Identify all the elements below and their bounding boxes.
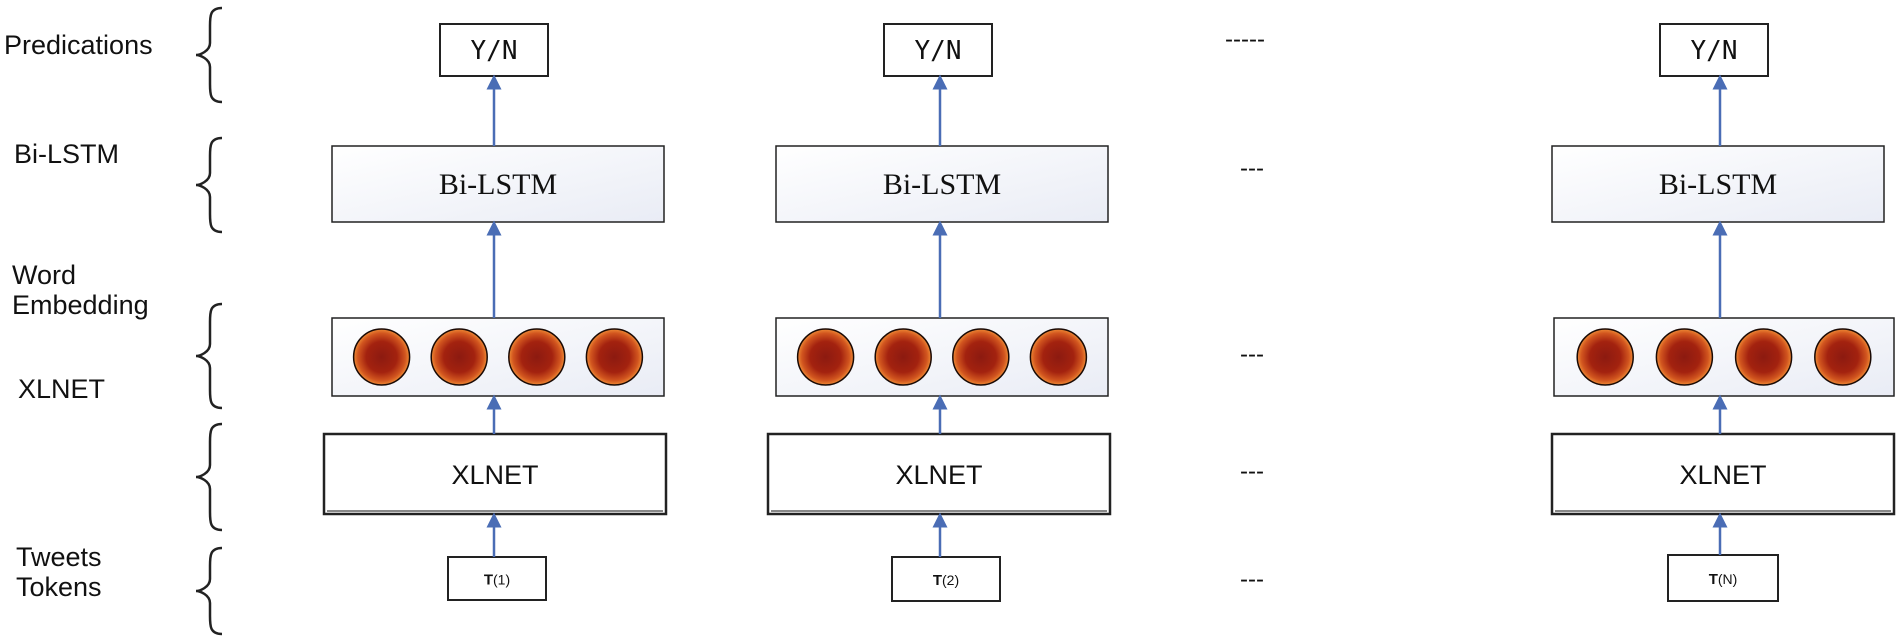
token-box [891, 556, 1001, 602]
token-label: T(2) [933, 572, 959, 589]
xlnet-label: XLNET [1679, 460, 1766, 490]
prediction-box [439, 23, 549, 77]
column-1: Y/N Bi-LSTM XLNET T(1) [322, 23, 668, 601]
column-3: Y/N Bi-LSTM XLNET T(N) [1550, 23, 1896, 602]
embedding-vector-circle [874, 328, 932, 386]
bilstm-box [1551, 145, 1885, 223]
token-box [447, 556, 547, 601]
layer-label-xlnet: XLNET [18, 374, 105, 404]
token-main: T [484, 572, 493, 589]
column-2: Y/N Bi-LSTM XLNET T(2) [766, 23, 1112, 602]
bilstm-box [331, 145, 665, 223]
token-label: T(1) [484, 572, 510, 589]
layer-label-line: XLNET [18, 374, 105, 404]
brace-predictions [195, 6, 223, 104]
brace-tokens [195, 546, 223, 636]
embedding-vector-circle [585, 328, 644, 386]
bilstm-label: Bi-LSTM [1659, 168, 1777, 201]
layer-label-line: Tokens [16, 572, 102, 602]
layer-label-line: Embedding [12, 290, 149, 320]
prediction-box [883, 23, 993, 77]
layer-label-predictions: Predications [4, 30, 153, 60]
token-index: (N) [1718, 571, 1737, 587]
brace-xlnet [195, 422, 223, 532]
layer-label-line: Word [12, 260, 76, 290]
brace-bilstm [195, 136, 223, 234]
xlnet-box [1550, 432, 1896, 516]
embedding-vector-circle [508, 328, 566, 386]
bilstm-label: Bi-LSTM [439, 168, 557, 201]
layer-label-line: Predications [4, 30, 153, 60]
xlnet-label: XLNET [895, 460, 982, 490]
token-index: (2) [942, 572, 959, 588]
xlnet-box [322, 432, 668, 516]
embedding-vector-circle [1029, 328, 1088, 386]
xlnet-label: XLNET [451, 460, 538, 490]
ellipsis-bilstm: --- [1240, 155, 1264, 182]
layer-label-line: Bi-LSTM [14, 139, 119, 169]
prediction-label: Y/N [471, 36, 518, 66]
ellipsis-embedding: --- [1240, 341, 1264, 368]
token-box [1667, 554, 1779, 602]
bilstm-label: Bi-LSTM [883, 168, 1001, 201]
token-index: (1) [493, 572, 510, 588]
embedding-vector-circle [1655, 328, 1714, 386]
ellipsis-tokens: --- [1240, 566, 1264, 593]
embedding-vector-circle [1734, 328, 1793, 386]
bilstm-box [775, 145, 1109, 223]
prediction-label: Y/N [915, 36, 962, 66]
layer-label-bilstm: Bi-LSTM [14, 139, 119, 169]
token-main: T [1709, 571, 1718, 588]
xlnet-box [766, 432, 1112, 516]
embedding-vector-circle [352, 328, 411, 386]
embedding-vector-circle [1814, 328, 1872, 386]
prediction-label: Y/N [1691, 36, 1738, 66]
brace-embedding [195, 302, 223, 410]
embedding-vector-circle [430, 328, 488, 386]
ellipsis-predictions: ----- [1225, 26, 1265, 53]
token-main: T [933, 572, 942, 589]
ellipsis-xlnet: --- [1240, 458, 1264, 485]
token-label: T(N) [1709, 571, 1738, 588]
embedding-vector-circle [1576, 328, 1634, 386]
layer-label-line: Tweets [16, 542, 102, 572]
embedding-vector-circle [796, 328, 855, 386]
embedding-vector-circle [952, 328, 1010, 386]
